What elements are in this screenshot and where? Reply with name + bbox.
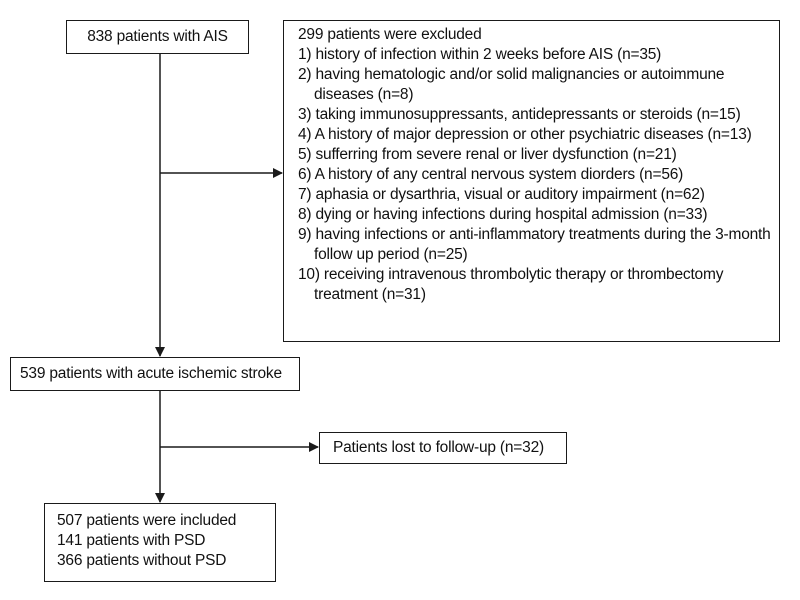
exclusion-item: 6) A history of any central nervous syst… bbox=[298, 166, 684, 183]
included-no-psd-line: 366 patients without PSD bbox=[57, 552, 227, 569]
exclusion-item: 7) aphasia or dysarthria, visual or audi… bbox=[298, 186, 705, 203]
lost-followup-box: Patients lost to follow-up (n=32) bbox=[319, 432, 567, 464]
exclusion-item: 9) having infections or anti-inflammator… bbox=[298, 226, 771, 263]
exclusion-item: 1) history of infection within 2 weeks b… bbox=[298, 46, 662, 63]
included-box: 507 patients were included 141 patients … bbox=[44, 503, 276, 582]
included-total-line: 507 patients were included bbox=[57, 512, 237, 529]
lost-followup-label: Patients lost to follow-up (n=32) bbox=[333, 439, 544, 456]
exclusion-item: 2) having hematologic and/or solid malig… bbox=[298, 66, 725, 103]
ais-box: 539 patients with acute ischemic stroke bbox=[10, 357, 300, 391]
excluded-box-title: 299 patients were excluded bbox=[298, 26, 482, 43]
start-box: 838 patients with AIS bbox=[66, 20, 249, 54]
excluded-box: 299 patients were excluded 1) history of… bbox=[283, 20, 780, 342]
exclusion-item: 4) A history of major depression or othe… bbox=[298, 126, 752, 143]
exclusion-criteria-list: 1) history of infection within 2 weeks b… bbox=[298, 45, 771, 305]
exclusion-item: 5) sufferring from severe renal or liver… bbox=[298, 146, 677, 163]
exclusion-item: 10) receiving intravenous thrombolytic t… bbox=[298, 266, 724, 303]
start-box-label: 838 patients with AIS bbox=[87, 28, 228, 45]
exclusion-item: 3) taking immunosuppressants, antidepres… bbox=[298, 106, 741, 123]
ais-box-label: 539 patients with acute ischemic stroke bbox=[20, 365, 282, 382]
included-psd-line: 141 patients with PSD bbox=[57, 532, 206, 549]
exclusion-item: 8) dying or having infections during hos… bbox=[298, 206, 708, 223]
